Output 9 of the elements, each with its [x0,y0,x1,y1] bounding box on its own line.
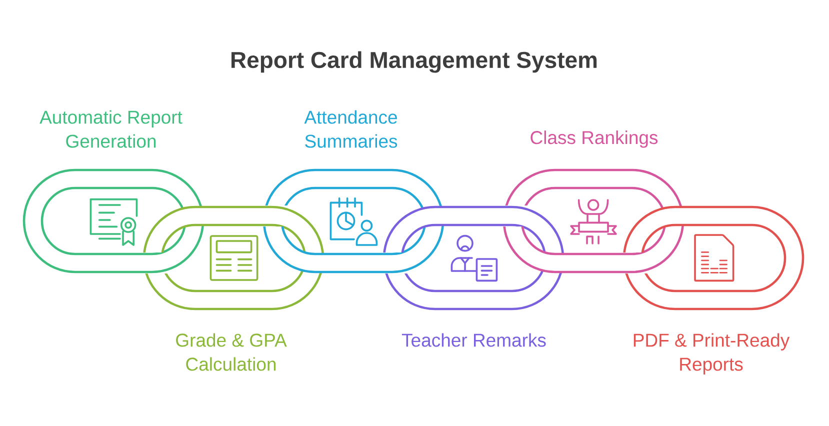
feature-label: Class Rankings [530,130,658,148]
title: Report Card Management System [232,51,597,73]
feature-label: Attendance Summaries [304,110,398,148]
chain-link [622,206,804,310]
feature-label: Automatic Report Generation [40,110,182,148]
chain-link [22,168,204,274]
feature-label: PDF & Print-Ready Reports [634,333,790,374]
feature-label: Grade & GPA Calculation [176,333,287,371]
feature-label: Teacher Remarks [402,333,546,347]
